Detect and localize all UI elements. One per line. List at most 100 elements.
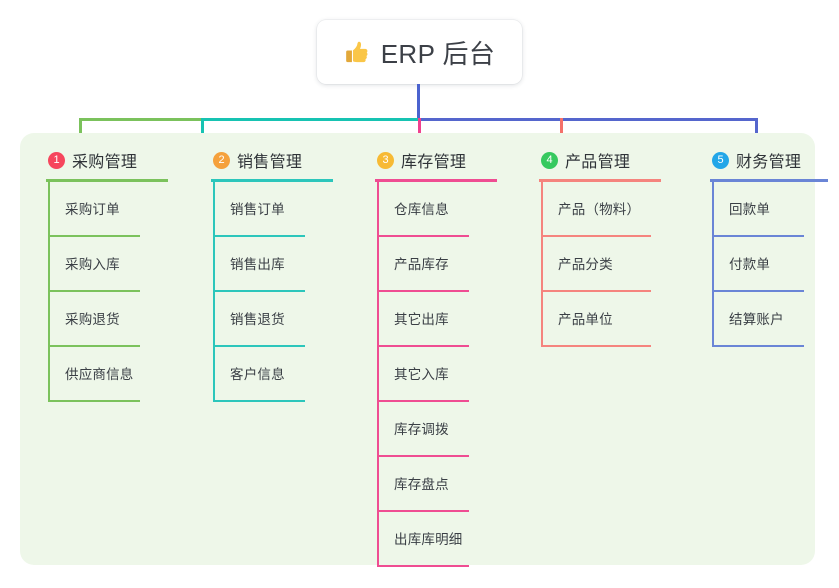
leaf-label: 销售退货 [230,312,285,327]
trunk-connector [417,84,420,119]
leaf-item[interactable]: 库存盘点 [377,457,497,512]
leaf-label: 产品单位 [558,312,613,327]
leaf-underline [213,235,305,237]
leaf-item[interactable]: 销售出库 [213,237,333,292]
leaf-stem [712,182,714,237]
leaf-label: 采购入库 [65,257,120,272]
leaf-underline [712,290,804,292]
leaf-item[interactable]: 出库库明细 [377,512,497,567]
leaf-item[interactable]: 销售退货 [213,292,333,347]
leaf-item[interactable]: 产品（物料） [541,182,661,237]
branch-number-badge: 3 [377,151,394,169]
leaf-underline [377,345,469,347]
leaf-list-sales: 销售订单销售出库销售退货客户信息 [213,182,333,402]
branch-number-badge: 2 [213,151,230,169]
leaf-item[interactable]: 库存调拨 [377,402,497,457]
leaf-underline [541,345,651,347]
leaf-stem [377,347,379,402]
leaf-underline [48,290,140,292]
leaf-stem [712,237,714,292]
branch-underline-product [539,179,661,182]
branch-underline-sales [211,179,333,182]
leaf-label: 采购订单 [65,202,120,217]
leaf-stem [48,347,50,402]
leaf-item[interactable]: 其它入库 [377,347,497,402]
leaf-stem [48,182,50,237]
leaf-label: 产品（物料） [558,202,641,217]
leaf-list-finance: 回款单付款单结算账户 [712,182,828,347]
leaf-underline [48,235,140,237]
leaf-item[interactable]: 供应商信息 [48,347,168,402]
leaf-item[interactable]: 采购入库 [48,237,168,292]
leaf-label: 产品库存 [394,257,449,272]
leaf-stem [213,182,215,237]
leaf-item[interactable]: 产品分类 [541,237,661,292]
root-node-card[interactable]: ERP 后台 [317,20,522,84]
bus-segment-finance [418,118,758,121]
branch-underline-inventory [375,179,497,182]
leaf-stem [377,237,379,292]
leaf-stem [377,182,379,237]
bus-segment-purchase [79,118,201,121]
leaf-underline [48,345,140,347]
leaf-underline [213,345,305,347]
leaf-label: 仓库信息 [394,202,449,217]
leaf-stem [541,182,543,237]
leaf-stem [48,292,50,347]
leaf-underline [541,235,651,237]
leaf-underline [377,235,469,237]
leaf-label: 销售订单 [230,202,285,217]
leaf-label: 回款单 [729,202,771,217]
branch-title-purchase: 采购管理 [72,154,138,171]
leaf-label: 客户信息 [230,367,285,382]
leaf-list-purchase: 采购订单采购入库采购退货供应商信息 [48,182,168,402]
leaf-underline [377,565,469,567]
leaf-stem [377,457,379,512]
root-title: ERP 后台 [380,38,496,69]
leaf-label: 其它出库 [394,312,449,327]
leaf-stem [377,512,379,567]
leaf-item[interactable]: 仓库信息 [377,182,497,237]
leaf-item[interactable]: 结算账户 [712,292,828,347]
leaf-item[interactable]: 回款单 [712,182,828,237]
leaf-underline [48,400,140,402]
leaf-underline [712,345,804,347]
leaf-stem [377,402,379,457]
leaf-stem [377,292,379,347]
branch-underline-finance [710,179,828,182]
leaf-label: 其它入库 [394,367,449,382]
leaf-item[interactable]: 采购订单 [48,182,168,237]
leaf-item[interactable]: 其它出库 [377,292,497,347]
leaf-label: 供应商信息 [65,367,134,382]
thumbs-up-icon [344,39,370,65]
leaf-underline [213,400,305,402]
leaf-stem [48,237,50,292]
leaf-item[interactable]: 客户信息 [213,347,333,402]
branch-title-finance: 财务管理 [736,154,802,171]
leaf-item[interactable]: 采购退货 [48,292,168,347]
bus-segment-sales [201,118,418,121]
leaf-label: 库存盘点 [394,477,449,492]
leaf-item[interactable]: 付款单 [712,237,828,292]
leaf-item[interactable]: 产品库存 [377,237,497,292]
leaf-underline [377,290,469,292]
leaf-item[interactable]: 销售订单 [213,182,333,237]
leaf-label: 结算账户 [729,312,784,327]
branch-title-product: 产品管理 [565,154,631,171]
leaf-stem [712,292,714,347]
leaf-list-product: 产品（物料） 产品分类产品单位 [541,182,661,347]
leaf-label: 采购退货 [65,312,120,327]
leaf-underline [377,510,469,512]
leaf-item[interactable]: 产品单位 [541,292,661,347]
leaf-stem [213,347,215,402]
